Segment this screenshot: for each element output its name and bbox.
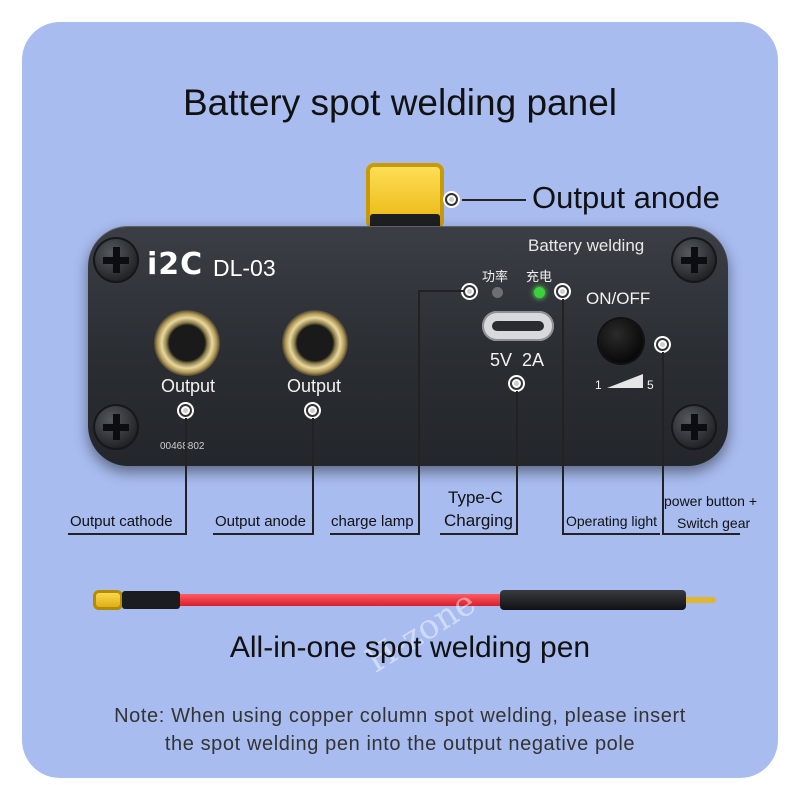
gear-min-label: 1: [595, 378, 602, 392]
charge-led-label: 充电: [526, 269, 553, 284]
power-knob[interactable]: [599, 319, 643, 363]
leader-anode-h: [213, 533, 314, 535]
charge-lamp-marker: [463, 285, 476, 298]
power-button-marker: [656, 338, 669, 351]
screw-top-right: [671, 237, 717, 283]
callout-power-line1: power button +: [664, 493, 758, 509]
note-line-2: the spot welding pen into the output neg…: [164, 733, 636, 755]
leader-lamp-h1: [420, 290, 464, 292]
pen-collar: [122, 591, 180, 609]
type-c-marker: [510, 377, 523, 390]
screw-bottom-left: [93, 404, 139, 450]
leader-typec-h: [440, 533, 518, 535]
power-led: [492, 287, 503, 298]
output-right-label: Output: [287, 376, 342, 396]
output-left-label: Output: [161, 376, 216, 396]
leader-typec: [516, 391, 518, 535]
on-off-label: ON/OFF: [586, 289, 651, 308]
gear-max-label: 5: [647, 378, 654, 392]
callout-power-line2: Switch gear: [677, 515, 751, 531]
output-cathode-marker: [179, 404, 192, 417]
pen-cable: [180, 594, 500, 606]
top-anode-line: [462, 199, 526, 201]
leader-power: [662, 352, 664, 535]
pen-handle: [500, 590, 686, 610]
leader-cathode-h: [68, 533, 187, 535]
screw-top-left: [93, 237, 139, 283]
pen-tip: [686, 597, 716, 603]
leader-oplight-h: [562, 533, 660, 535]
leader-oplight: [562, 299, 564, 535]
operating-light-marker: [556, 285, 569, 298]
screw-bottom-right: [671, 404, 717, 450]
note-line-1: Note: When using copper column spot weld…: [114, 705, 686, 727]
output-anode-marker: [306, 404, 319, 417]
callout-charge-lamp: charge lamp: [331, 513, 414, 530]
top-anode-marker: [445, 193, 458, 206]
leader-lamp-h2: [330, 533, 420, 535]
callout-operating-light: Operating light: [566, 513, 658, 529]
callout-type-c-line1: Type-C: [448, 488, 503, 507]
power-led-label: 功率: [482, 269, 509, 284]
leader-lamp-v: [418, 290, 420, 535]
usb-rating-label: 5V 2A: [490, 350, 545, 370]
panel-subtitle: Battery welding: [528, 236, 645, 255]
leader-anode: [312, 418, 314, 534]
output-socket-left[interactable]: [154, 310, 220, 376]
callout-output-anode: Output anode: [215, 513, 306, 530]
callout-output-cathode: Output cathode: [70, 513, 173, 530]
output-socket-right[interactable]: [282, 310, 348, 376]
pen-connector: [93, 590, 123, 610]
top-anode-label: Output anode: [532, 180, 720, 215]
pen-label: All-in-one spot welding pen: [229, 631, 591, 664]
page-title: Battery spot welding panel: [183, 82, 617, 123]
leader-cathode: [185, 418, 187, 534]
model-label: DL-03: [213, 255, 276, 281]
leader-power-h: [662, 533, 740, 535]
gear-ramp-icon: [607, 374, 643, 388]
serial-number: 00468802: [160, 441, 205, 452]
brand-logo: i2C: [147, 247, 204, 282]
usb-c-port[interactable]: [482, 311, 554, 341]
callout-type-c-line2: Charging: [444, 511, 513, 530]
charge-led: [534, 287, 545, 298]
